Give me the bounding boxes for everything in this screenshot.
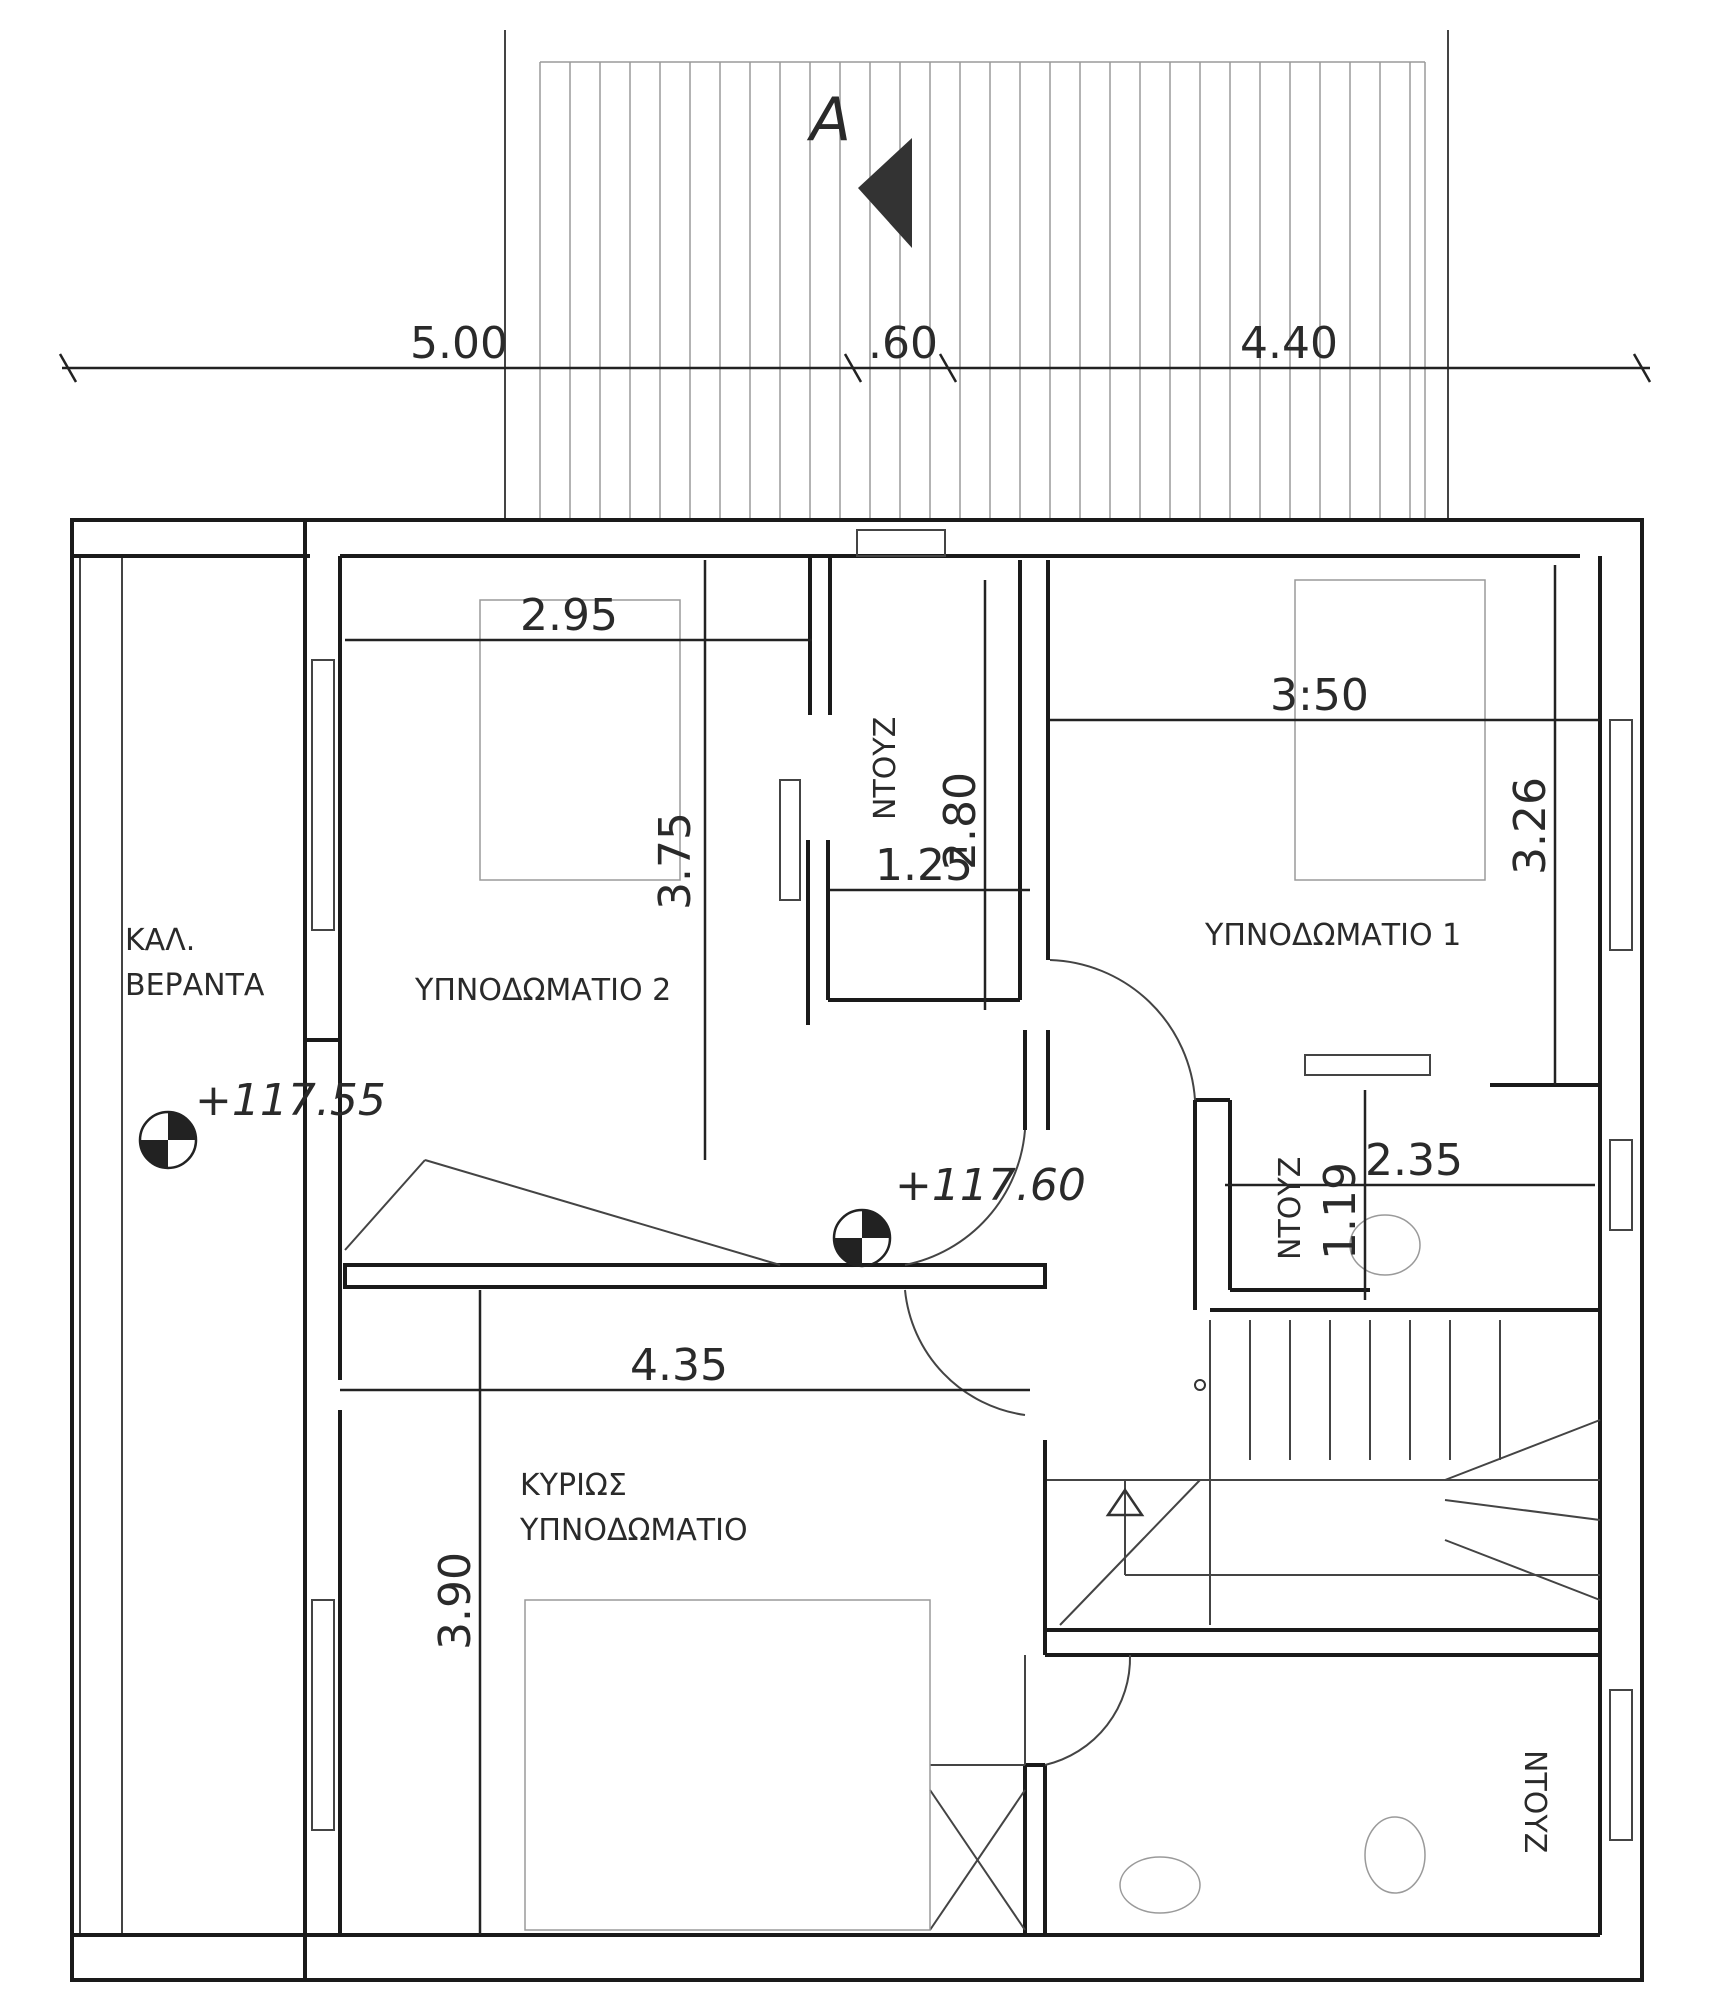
room-veranda-line2: ΒΕΡΑΝΤΑ (125, 968, 265, 1003)
interior-walls (303, 520, 1600, 1980)
staircase (1059, 1320, 1601, 1626)
level-marker-veranda: +117.55 (138, 1075, 386, 1170)
section-marker-label: A (806, 85, 851, 155)
level-veranda: +117.55 (195, 1075, 386, 1126)
level-marker-hall: +117.60 (832, 1160, 1086, 1268)
dim-top-right: 4.40 (1240, 318, 1338, 369)
dim-bedroom2-width: 2.95 (520, 590, 618, 641)
pergola-slats (504, 30, 1449, 520)
door-swings (344, 959, 1196, 1766)
dim-top-mid: .60 (868, 318, 938, 369)
room-master-line2: ΥΠΝΟΔΩΜΑΤΙΟ (519, 1513, 748, 1548)
room-veranda-line1: ΚΑΛ. (125, 923, 195, 958)
furniture (479, 579, 1486, 1931)
dim-shower-top-width: 1.25 (875, 840, 973, 891)
dim-bedroom1-depth: 3.26 (1505, 777, 1556, 875)
room-master-line1: ΚΥΡΙΩΣ (520, 1468, 627, 1503)
room-bedroom2: ΥΠΝΟΔΩΜΑΤΙΟ 2 (414, 973, 671, 1008)
interior-dimension-lines (340, 560, 1600, 1935)
dim-shower-top-depth: 2.80 (935, 772, 986, 870)
room-shower-mid: ΝΤΟΥΖ (1273, 1157, 1308, 1260)
dim-bedroom1-width: 3:50 (1270, 670, 1369, 721)
dim-shower-mid-width: 2.35 (1365, 1135, 1463, 1186)
dim-master-depth: 3.90 (430, 1552, 481, 1650)
room-shower-bottom: ΝΤΟΥΖ (1517, 1750, 1552, 1853)
dim-top-left: 5.00 (410, 318, 508, 369)
dim-master-width: 4.35 (630, 1340, 728, 1391)
dim-shower-mid-depth: 1.19 (1315, 1162, 1366, 1260)
section-marker: A (806, 85, 912, 248)
outer-walls (70, 518, 1644, 1982)
level-hall: +117.60 (895, 1160, 1086, 1211)
windows (311, 529, 1633, 1841)
room-bedroom1: ΥΠΝΟΔΩΜΑΤΙΟ 1 (1204, 918, 1461, 953)
top-dimension-line: 5.00 .60 4.40 (58, 318, 1652, 383)
dim-bedroom2-depth: 3.75 (650, 812, 701, 910)
room-shower-top: ΝΤΟΥΖ (868, 717, 903, 820)
